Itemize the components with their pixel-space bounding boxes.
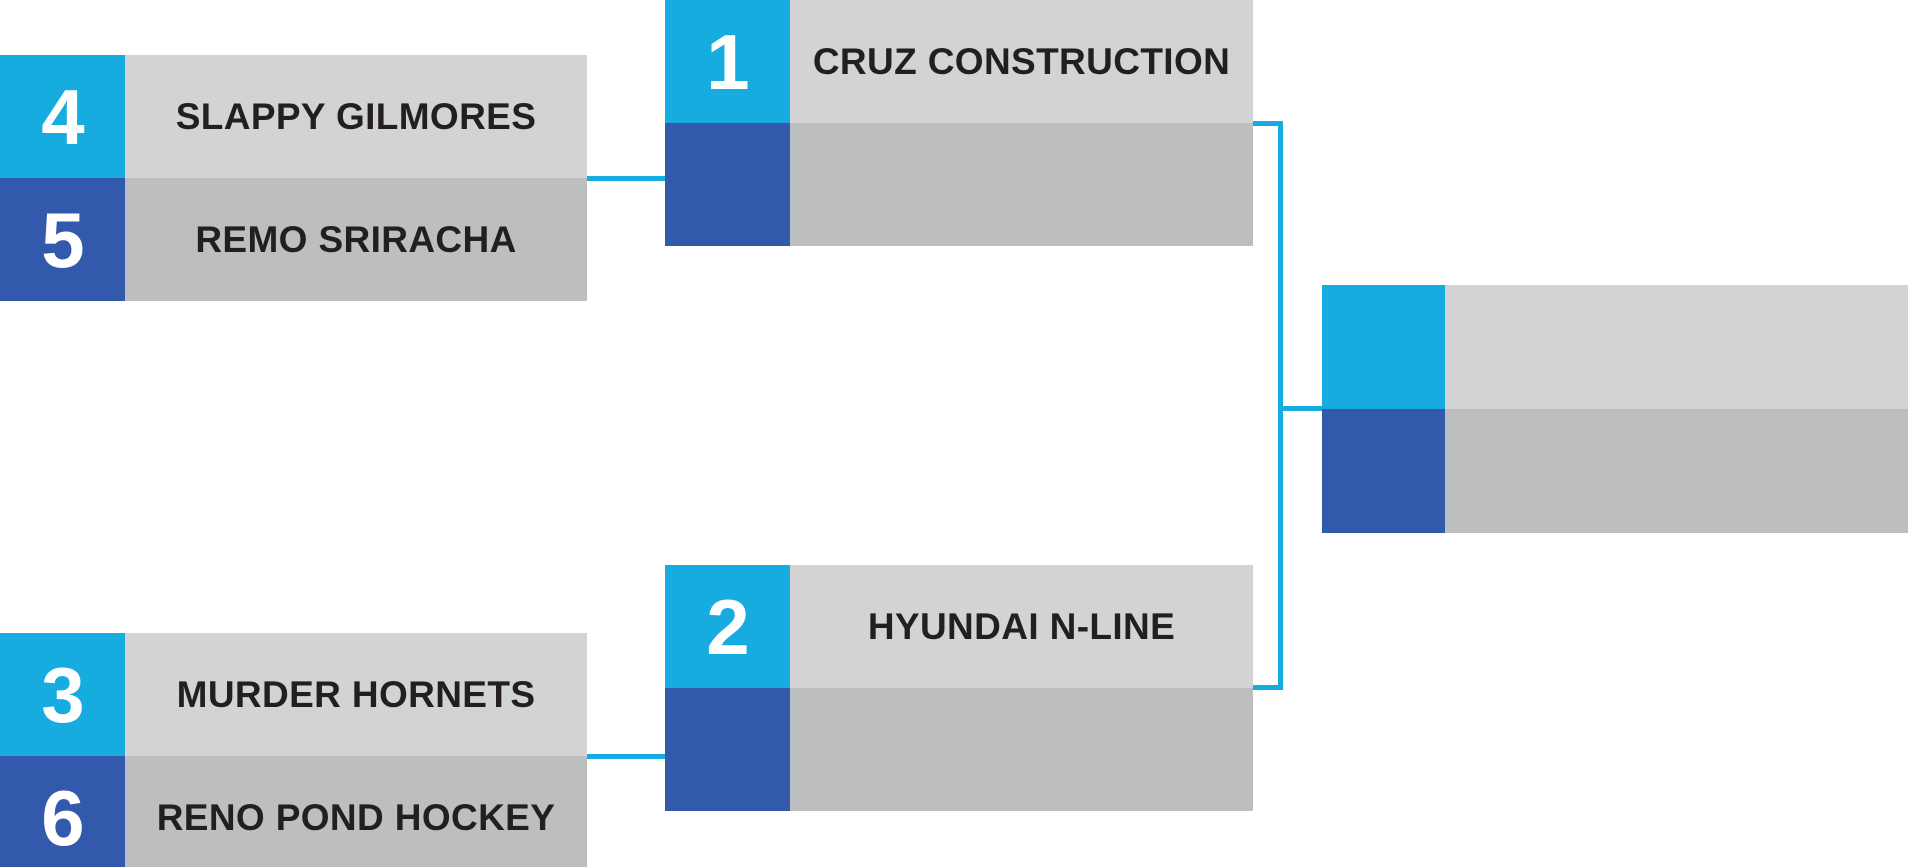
team-name [790, 688, 1253, 811]
seed-number [1322, 285, 1445, 409]
seed-number [665, 123, 790, 246]
team-name: CRUZ CONSTRUCTION [790, 0, 1253, 123]
match-slot[interactable]: 3 MURDER HORNETS [0, 633, 587, 756]
match-slot[interactable]: 6 RENO POND HOCKEY [0, 756, 587, 867]
connector-round2-bottom-horizontal [1253, 685, 1283, 690]
connector-final-horizontal [1278, 406, 1322, 411]
connector-round1-top-to-round2 [587, 176, 665, 181]
team-name [1445, 285, 1908, 409]
match-round1-bottom[interactable]: 3 MURDER HORNETS 6 RENO POND HOCKEY [0, 633, 587, 867]
team-name: RENO POND HOCKEY [125, 756, 587, 867]
match-slot[interactable] [1322, 285, 1908, 409]
match-round2-bottom[interactable]: 2 HYUNDAI N-LINE [665, 565, 1253, 811]
match-round1-top[interactable]: 4 SLAPPY GILMORES 5 REMO SRIRACHA [0, 55, 587, 301]
connector-round1-bottom-to-round2 [587, 754, 665, 759]
match-slot[interactable] [1322, 409, 1908, 533]
match-slot[interactable] [665, 123, 1253, 246]
seed-number: 4 [0, 55, 125, 178]
team-name: SLAPPY GILMORES [125, 55, 587, 178]
seed-number: 3 [0, 633, 125, 756]
match-slot[interactable]: 1 CRUZ CONSTRUCTION [665, 0, 1253, 123]
seed-number: 6 [0, 756, 125, 867]
match-final[interactable] [1322, 285, 1908, 533]
seed-number [1322, 409, 1445, 533]
match-slot[interactable]: 2 HYUNDAI N-LINE [665, 565, 1253, 688]
team-name: REMO SRIRACHA [125, 178, 587, 301]
connector-round2-top-horizontal [1253, 121, 1283, 126]
connector-final-vertical [1278, 121, 1283, 690]
team-name: HYUNDAI N-LINE [790, 565, 1253, 688]
seed-number: 2 [665, 565, 790, 688]
seed-number: 5 [0, 178, 125, 301]
match-slot[interactable] [665, 688, 1253, 811]
seed-number: 1 [665, 0, 790, 123]
match-slot[interactable]: 5 REMO SRIRACHA [0, 178, 587, 301]
team-name [790, 123, 1253, 246]
match-slot[interactable]: 4 SLAPPY GILMORES [0, 55, 587, 178]
match-round2-top[interactable]: 1 CRUZ CONSTRUCTION [665, 0, 1253, 246]
team-name [1445, 409, 1908, 533]
team-name: MURDER HORNETS [125, 633, 587, 756]
seed-number [665, 688, 790, 811]
